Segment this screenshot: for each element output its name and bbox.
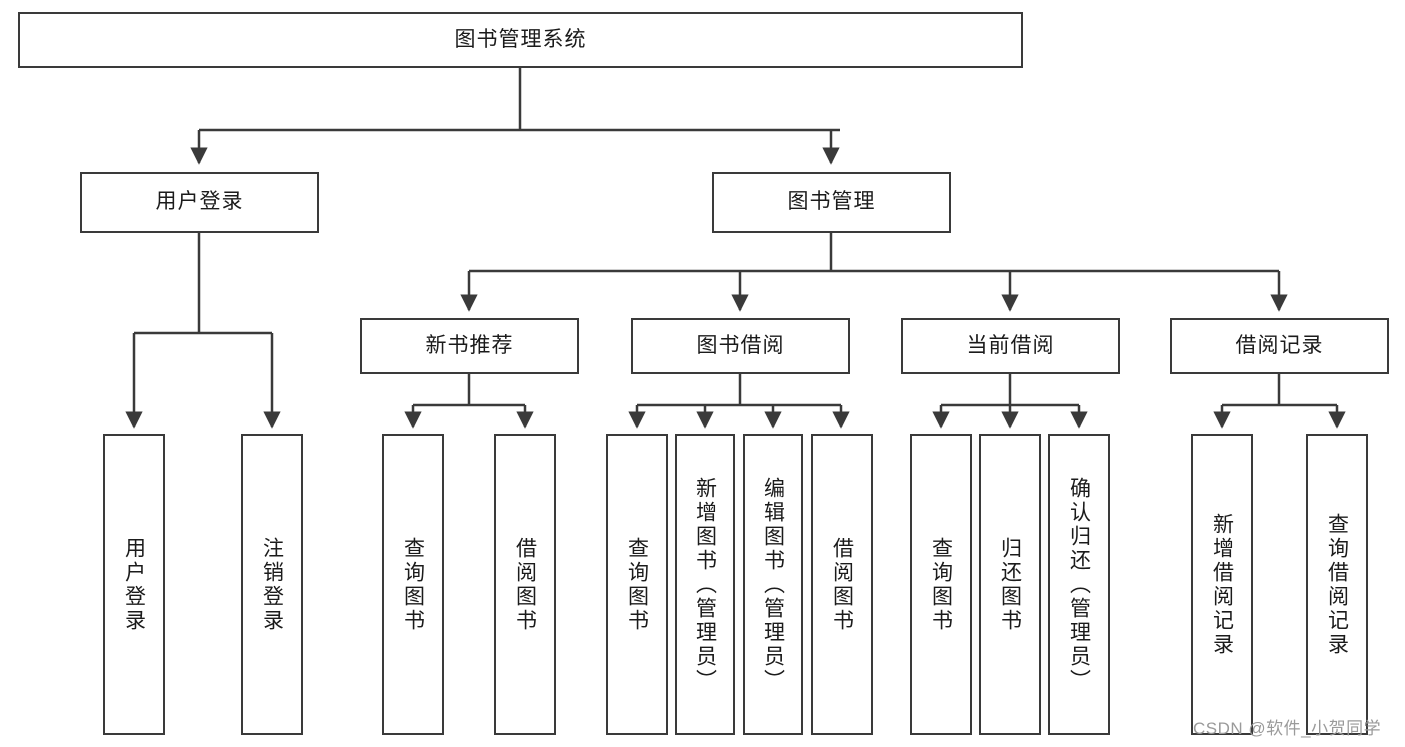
node-root-label: 图书管理系统 (454, 27, 587, 51)
node-leaf-record-add-label: 新增借阅记录 (1210, 512, 1234, 657)
node-current-borrow[interactable]: 当前借阅 (901, 318, 1120, 374)
node-leaf-borrow-book[interactable]: 借阅图书 (811, 434, 873, 735)
node-leaf-borrow-query[interactable]: 查询图书 (606, 434, 668, 735)
node-new-book-recommend[interactable]: 新书推荐 (360, 318, 579, 374)
node-leaf-borrow-book-label: 借阅图书 (830, 536, 854, 633)
node-leaf-newbook-query[interactable]: 查询图书 (382, 434, 444, 735)
watermark: CSDN @软件_小贺同学 (1193, 719, 1382, 738)
node-leaf-current-query[interactable]: 查询图书 (910, 434, 972, 735)
node-leaf-current-return[interactable]: 归还图书 (979, 434, 1041, 735)
node-leaf-borrow-query-label: 查询图书 (625, 536, 649, 633)
node-leaf-current-confirm[interactable]: 确认归还（管理员） (1048, 434, 1110, 735)
node-leaf-borrow-edit[interactable]: 编辑图书（管理员） (743, 434, 803, 735)
node-book-manage[interactable]: 图书管理 (712, 172, 951, 233)
node-leaf-borrow-edit-label: 编辑图书（管理员） (761, 476, 785, 693)
node-user-login-label: 用户登录 (155, 190, 244, 214)
node-leaf-newbook-query-label: 查询图书 (401, 536, 425, 633)
node-user-login[interactable]: 用户登录 (80, 172, 319, 233)
node-book-borrow[interactable]: 图书借阅 (631, 318, 850, 374)
node-borrow-record-label: 借阅记录 (1235, 333, 1324, 357)
node-leaf-user-login-label: 用户登录 (122, 536, 146, 633)
node-leaf-borrow-add-label: 新增图书（管理员） (693, 476, 717, 693)
node-leaf-newbook-borrow[interactable]: 借阅图书 (494, 434, 556, 735)
node-leaf-newbook-borrow-label: 借阅图书 (513, 536, 537, 633)
node-current-borrow-label: 当前借阅 (966, 333, 1055, 357)
node-root[interactable]: 图书管理系统 (18, 12, 1023, 68)
node-leaf-logout-label: 注销登录 (260, 536, 284, 633)
node-leaf-current-confirm-label: 确认归还（管理员） (1067, 476, 1091, 693)
node-book-manage-label: 图书管理 (787, 190, 876, 214)
node-new-book-recommend-label: 新书推荐 (425, 333, 514, 357)
node-leaf-logout[interactable]: 注销登录 (241, 434, 303, 735)
node-borrow-record[interactable]: 借阅记录 (1170, 318, 1389, 374)
node-leaf-record-query-label: 查询借阅记录 (1325, 512, 1349, 657)
node-leaf-user-login[interactable]: 用户登录 (103, 434, 165, 735)
node-leaf-record-add[interactable]: 新增借阅记录 (1191, 434, 1253, 735)
node-leaf-current-return-label: 归还图书 (998, 536, 1022, 633)
node-leaf-current-query-label: 查询图书 (929, 536, 953, 633)
node-leaf-borrow-add[interactable]: 新增图书（管理员） (675, 434, 735, 735)
node-leaf-record-query[interactable]: 查询借阅记录 (1306, 434, 1368, 735)
node-book-borrow-label: 图书借阅 (696, 333, 785, 357)
